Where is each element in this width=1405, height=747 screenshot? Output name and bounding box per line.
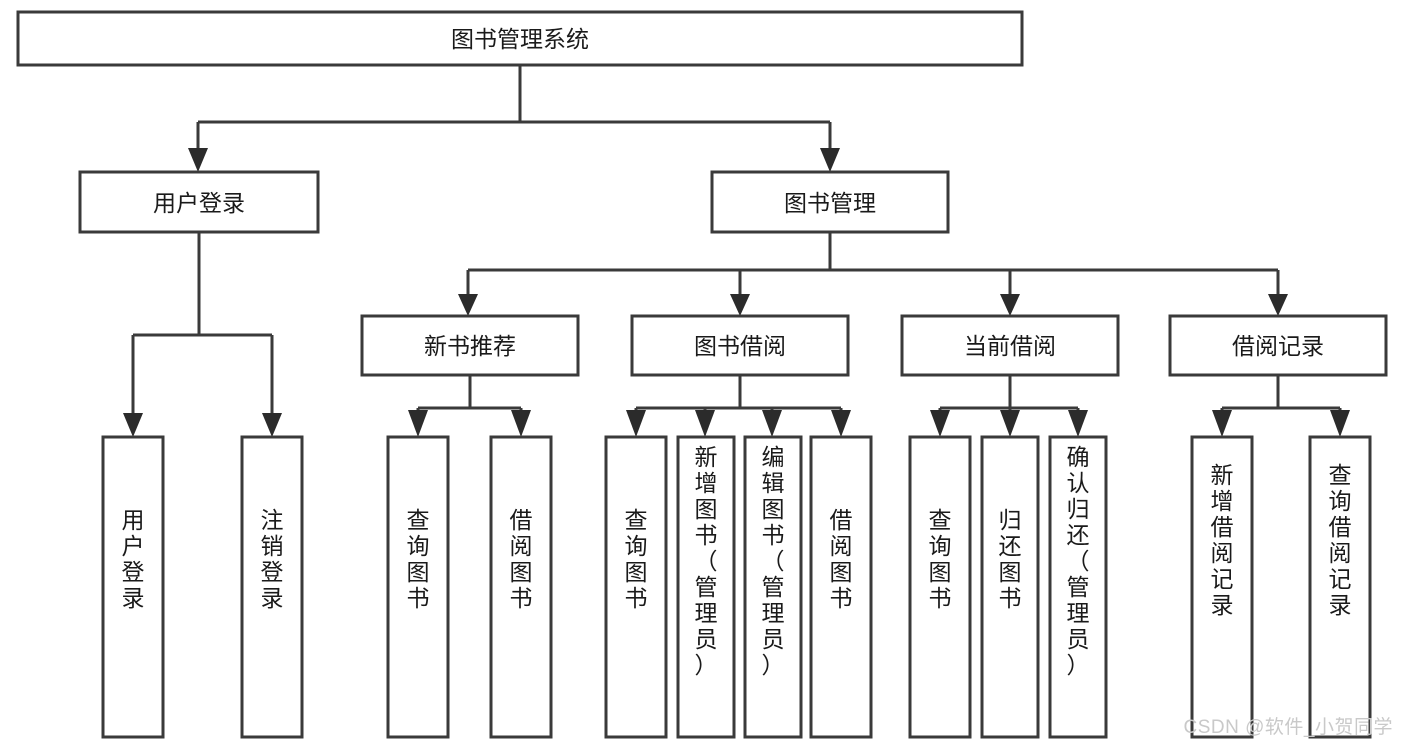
connector-current-borrow-to-leaves bbox=[938, 375, 1080, 415]
connector-borrow-record-to-leaves bbox=[1220, 375, 1342, 415]
node-user-login[interactable]: 用户登录 bbox=[78, 170, 320, 234]
leaf-query-book-2-label: 查询图书 bbox=[625, 507, 648, 611]
arrowhead-leaf-add-book bbox=[695, 410, 715, 437]
node-book-borrow[interactable]: 图书借阅 bbox=[630, 314, 850, 377]
connector-root-to-level2 bbox=[196, 65, 832, 150]
arrowhead-user-login bbox=[188, 148, 208, 172]
leaf-borrow-book-2-box[interactable] bbox=[809, 435, 873, 739]
leaf-query-record-label: 查询借阅记录 bbox=[1329, 462, 1352, 618]
node-root[interactable]: 图书管理系统 bbox=[16, 10, 1024, 67]
user-login-box[interactable] bbox=[78, 170, 320, 234]
leaf-add-record-box[interactable] bbox=[1190, 435, 1254, 739]
node-new-book-recommend[interactable]: 新书推荐 bbox=[360, 314, 580, 377]
leaf-confirm-return-box[interactable] bbox=[1048, 435, 1108, 739]
arrowhead-leaf-borrow-book-2 bbox=[831, 410, 851, 437]
user-login-label: 用户登录 bbox=[153, 190, 245, 216]
node-leaf-query-record[interactable]: 查询借阅记录 bbox=[1308, 435, 1372, 739]
root-label: 图书管理系统 bbox=[451, 26, 589, 52]
connector-new-book-recommend-to-leaves bbox=[416, 375, 523, 415]
node-leaf-add-book[interactable]: 新增图书（管理员） bbox=[676, 435, 736, 739]
root-box[interactable] bbox=[16, 10, 1024, 67]
current-borrow-label: 当前借阅 bbox=[964, 333, 1056, 359]
node-leaf-query-book-2[interactable]: 查询图书 bbox=[604, 435, 668, 739]
node-book-management[interactable]: 图书管理 bbox=[710, 170, 950, 234]
node-leaf-confirm-return[interactable]: 确认归还（管理员） bbox=[1048, 435, 1108, 739]
arrowhead-leaf-query-record bbox=[1330, 410, 1350, 437]
node-leaf-edit-book[interactable]: 编辑图书（管理员） bbox=[743, 435, 803, 739]
arrowhead-leaf-user-login bbox=[123, 413, 143, 437]
node-current-borrow[interactable]: 当前借阅 bbox=[900, 314, 1120, 377]
leaf-query-book-1-box[interactable] bbox=[386, 435, 450, 739]
node-leaf-add-record[interactable]: 新增借阅记录 bbox=[1190, 435, 1254, 739]
arrowhead-leaf-logout-login bbox=[262, 413, 282, 437]
arrowhead-leaf-query-book-2 bbox=[626, 410, 646, 437]
leaf-add-book-label: 新增图书（管理员） bbox=[695, 444, 718, 678]
leaf-edit-book-label: 编辑图书（管理员） bbox=[762, 444, 785, 678]
book-borrow-label: 图书借阅 bbox=[694, 333, 786, 359]
node-leaf-query-book-1[interactable]: 查询图书 bbox=[386, 435, 450, 739]
arrowhead-leaf-query-book-1 bbox=[408, 410, 428, 437]
leaf-borrow-book-2-label: 借阅图书 bbox=[830, 507, 853, 611]
connector-book-management-to-level3 bbox=[466, 232, 1280, 296]
node-leaf-logout-login[interactable]: 注销登录 bbox=[240, 435, 304, 739]
leaf-logout-login-box[interactable] bbox=[240, 435, 304, 739]
leaf-add-book-box[interactable] bbox=[676, 435, 736, 739]
new-book-recommend-label: 新书推荐 bbox=[424, 333, 516, 359]
arrowhead-new-book-recommend bbox=[458, 294, 478, 316]
node-leaf-borrow-book-2[interactable]: 借阅图书 bbox=[809, 435, 873, 739]
leaf-confirm-return-label: 确认归还（管理员） bbox=[1067, 444, 1090, 678]
book-management-box[interactable] bbox=[710, 170, 950, 234]
current-borrow-box[interactable] bbox=[900, 314, 1120, 377]
leaf-edit-book-box[interactable] bbox=[743, 435, 803, 739]
leaf-query-book-1-label: 查询图书 bbox=[407, 507, 430, 611]
node-leaf-user-login[interactable]: 用户登录 bbox=[101, 435, 165, 739]
leaf-query-book-3-box[interactable] bbox=[908, 435, 972, 739]
connector-user-login-to-leaves bbox=[131, 232, 274, 415]
leaf-user-login-box[interactable] bbox=[101, 435, 165, 739]
new-book-recommend-box[interactable] bbox=[360, 314, 580, 377]
node-leaf-query-book-3[interactable]: 查询图书 bbox=[908, 435, 972, 739]
arrowhead-leaf-confirm-return bbox=[1068, 410, 1088, 437]
leaf-query-book-2-box[interactable] bbox=[604, 435, 668, 739]
borrow-record-box[interactable] bbox=[1168, 314, 1388, 377]
borrow-record-label: 借阅记录 bbox=[1232, 333, 1324, 359]
leaf-return-book-box[interactable] bbox=[980, 435, 1040, 739]
book-management-label: 图书管理 bbox=[784, 190, 876, 216]
leaf-logout-login-label: 注销登录 bbox=[261, 507, 284, 611]
leaf-borrow-book-1-label: 借阅图书 bbox=[510, 507, 533, 611]
arrowhead-leaf-add-record bbox=[1212, 410, 1232, 437]
arrowhead-leaf-query-book-3 bbox=[930, 410, 950, 437]
book-borrow-box[interactable] bbox=[630, 314, 850, 377]
connectors-layer bbox=[123, 65, 1350, 437]
arrowhead-leaf-borrow-book-1 bbox=[511, 410, 531, 437]
leaf-query-record-box[interactable] bbox=[1308, 435, 1372, 739]
leaf-return-book-label: 归还图书 bbox=[999, 507, 1022, 611]
node-borrow-record[interactable]: 借阅记录 bbox=[1168, 314, 1388, 377]
leaf-add-record-label: 新增借阅记录 bbox=[1211, 462, 1234, 618]
arrowhead-current-borrow bbox=[1000, 294, 1020, 316]
watermark: CSDN @软件_小贺同学 bbox=[1183, 717, 1393, 738]
arrowhead-leaf-edit-book bbox=[762, 410, 782, 437]
arrowhead-borrow-record bbox=[1268, 294, 1288, 316]
leaf-nodes-layer: 用户登录 注销登录 查询图书 借阅图书 查询图书 新增图书（管理员） bbox=[101, 435, 1372, 739]
arrowhead-book-borrow bbox=[730, 294, 750, 316]
leaf-query-book-3-label: 查询图书 bbox=[929, 507, 952, 611]
node-leaf-borrow-book-1[interactable]: 借阅图书 bbox=[489, 435, 553, 739]
leaf-borrow-book-1-box[interactable] bbox=[489, 435, 553, 739]
connector-book-borrow-to-leaves bbox=[634, 375, 843, 415]
node-leaf-return-book[interactable]: 归还图书 bbox=[980, 435, 1040, 739]
leaf-user-login-label: 用户登录 bbox=[122, 507, 145, 611]
arrowhead-leaf-return-book bbox=[1000, 410, 1020, 437]
arrowhead-book-management bbox=[820, 148, 840, 172]
